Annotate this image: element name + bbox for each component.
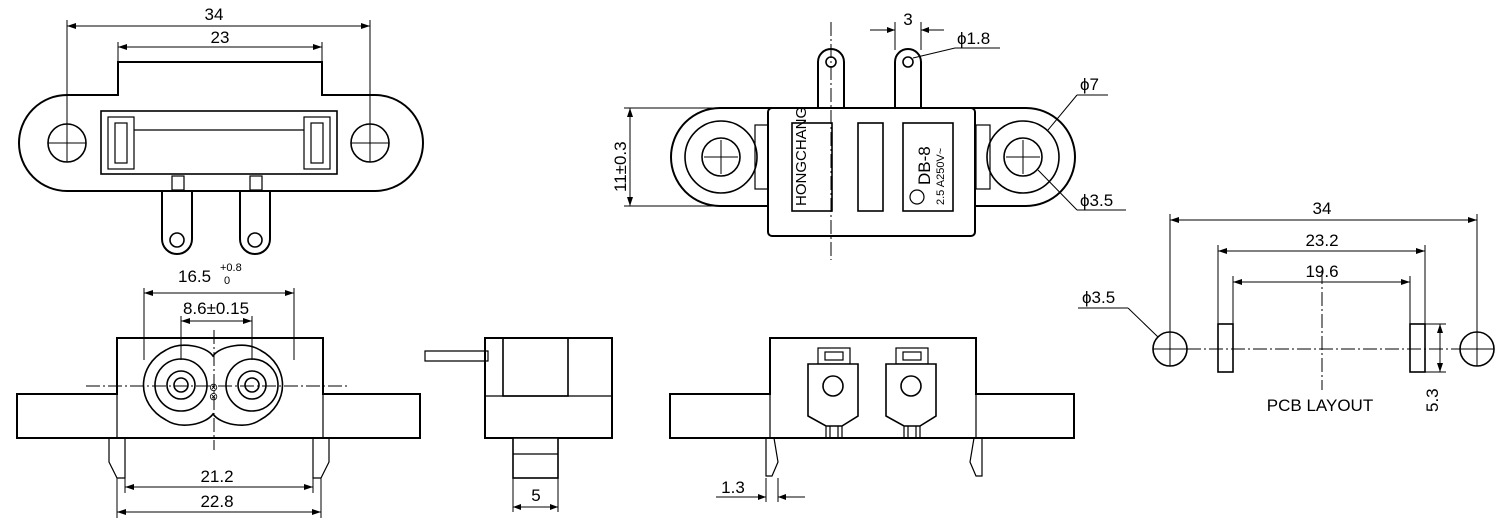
dim-front-latch-inner: 21.2: [124, 467, 314, 493]
pcb-slot-right: [1409, 323, 1426, 373]
dim-back-latch-thickness: 1.3: [716, 478, 805, 502]
dim-pcb-hole-pitch-label: 34: [1313, 199, 1332, 218]
dim-top-overall-width: 34: [66, 5, 371, 124]
front-view: ⊗⊗ 16.5 +0.8 0 8.6±0.15 21.2: [16, 262, 421, 518]
dim-top-inner-width: 23: [117, 28, 323, 62]
dim-face-pin-pitch-label: 3: [903, 10, 912, 29]
dim-front-pin-pitch: 8.6±0.15: [180, 299, 253, 360]
dim-face-height-label: 11±0.3: [611, 141, 630, 192]
face-view-hole-left: [684, 120, 758, 194]
dim-face-mount-hole: ϕ3.5: [1037, 169, 1126, 211]
dim-top-inner-width-label: 23: [211, 28, 230, 47]
top-view-tab-left: [161, 175, 193, 255]
dim-front-latch-outer-label: 22.8: [200, 492, 233, 511]
dim-pcb-slot-outer: 23.2: [1217, 231, 1426, 324]
dim-pcb-hole-dia-label: ϕ3.5: [1082, 288, 1115, 307]
face-view: HONGCHANG DB-8 2.5 A250V~ 3 ϕ1.8 ϕ7: [611, 10, 1126, 260]
dim-face-pin-hole-label: ϕ1.8: [957, 29, 990, 48]
dim-pcb-slot-inner: 19.6: [1232, 262, 1411, 324]
face-view-brand: HONGCHANG: [793, 107, 810, 206]
back-view: 1.3: [669, 337, 1075, 502]
front-view-inlet: [142, 344, 284, 426]
dim-face-mount-hole-label: ϕ3.5: [1080, 191, 1113, 210]
dim-pcb-slot-length: 5.3: [1423, 323, 1446, 412]
side-view: 5: [424, 337, 613, 512]
dim-face-flange-label: ϕ7: [1080, 75, 1099, 94]
dim-face-pin-hole: ϕ1.8: [912, 29, 1000, 59]
face-view-model: DB-8: [915, 146, 934, 185]
pcb-layout-caption: PCB LAYOUT: [1267, 396, 1373, 415]
dim-pcb-slot-outer-label: 23.2: [1305, 231, 1338, 250]
dim-pcb-hole-dia: ϕ3.5: [1078, 288, 1159, 338]
top-view-tab-right: [239, 175, 271, 255]
dim-face-height: 11±0.3: [611, 107, 720, 207]
dim-back-latch-thickness-label: 1.3: [721, 478, 745, 497]
dim-pcb-slot-inner-label: 19.6: [1305, 262, 1338, 281]
face-view-rating: 2.5 A250V~: [935, 148, 947, 205]
top-view-cavity: [100, 110, 338, 175]
face-view-pin-right: [894, 48, 922, 109]
top-view: 34 23: [18, 5, 424, 255]
dim-pcb-slot-length-label: 5.3: [1423, 388, 1442, 412]
back-view-terminal-right: [885, 347, 937, 438]
dim-face-pin-pitch: 3: [870, 10, 944, 50]
pcb-slot-left: [1217, 323, 1234, 373]
dim-pcb-hole-pitch: 34: [1169, 199, 1478, 332]
face-view-hole-right: [986, 120, 1060, 194]
dim-side-pin-length: 5: [512, 478, 559, 512]
back-view-terminal-left: [807, 347, 859, 438]
dim-face-flange: ϕ7: [1047, 75, 1108, 131]
dim-top-overall-width-label: 34: [205, 5, 224, 24]
dim-front-opening-value: 16.5: [178, 267, 211, 286]
dim-side-pin-length-label: 5: [531, 486, 540, 505]
dim-front-opening-width: 16.5 +0.8 0: [143, 262, 295, 360]
top-view-body: [18, 61, 424, 192]
face-view-body: [767, 107, 976, 237]
dim-front-latch-inner-label: 21.2: [200, 467, 233, 486]
dim-front-pin-pitch-label: 8.6±0.15: [183, 299, 249, 318]
pcb-layout: 34 23.2 19.6 ϕ3.5 5.3 PCB LAY: [1078, 199, 1495, 415]
dim-front-opening-upper: +0.8: [220, 262, 242, 274]
dim-front-opening-lower: 0: [224, 275, 230, 287]
dim-front-latch-outer: 22.8: [116, 478, 322, 518]
